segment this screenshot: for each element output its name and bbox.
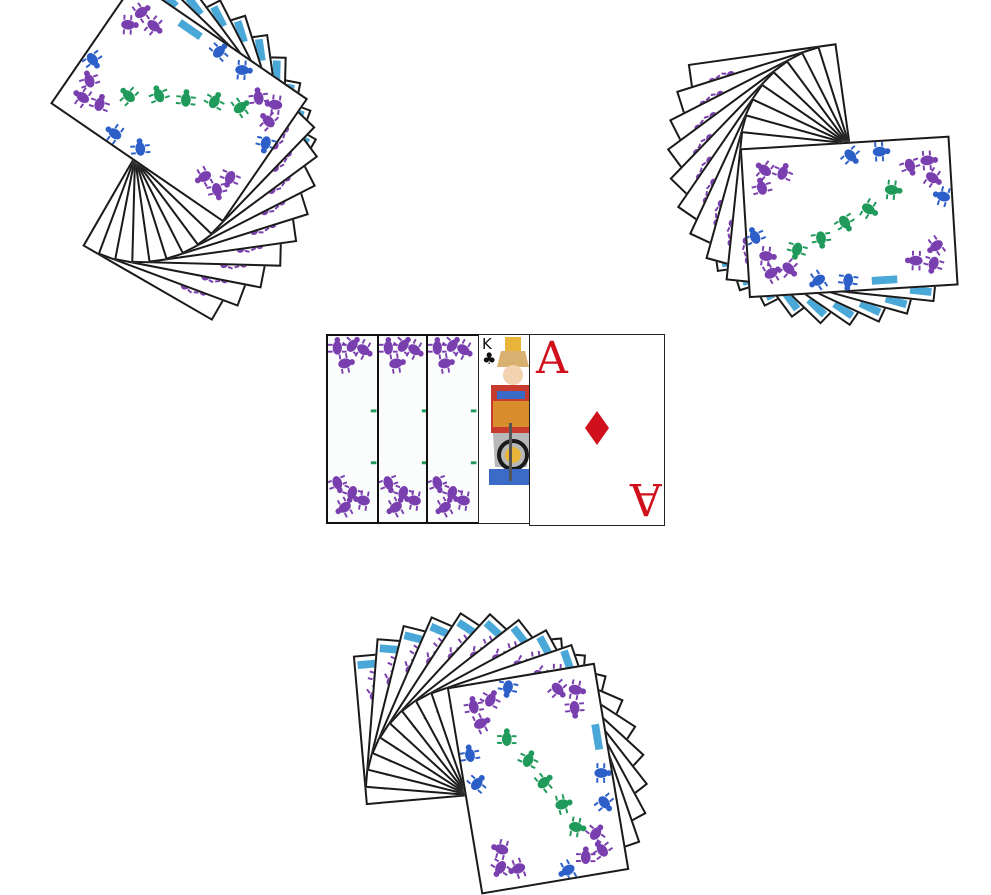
ace-of-diamonds-card[interactable]: A A — [529, 334, 665, 526]
king-figure-icon — [489, 337, 533, 485]
king-suit: ♣ — [482, 349, 497, 368]
left-hand-card-7[interactable] — [86, 0, 316, 255]
ace-rank-top: A — [536, 334, 568, 384]
left-hand-card-6[interactable] — [102, 14, 309, 260]
left-hand-card-8[interactable] — [72, 0, 319, 246]
left-hand-card-9[interactable] — [60, 0, 316, 236]
king-of-clubs-card[interactable]: K ♣ — [478, 334, 536, 524]
right-hand-card-6[interactable] — [676, 83, 935, 327]
right-hand-card-9[interactable] — [725, 131, 951, 303]
card-table: K ♣ A A — [50, 0, 959, 895]
bottom-hand-card-10[interactable] — [446, 662, 630, 895]
right-hand-card-7[interactable] — [688, 98, 943, 323]
center-card-back-2[interactable] — [377, 334, 435, 524]
center-card-back-3[interactable] — [426, 334, 484, 524]
ace-rank-bottom: A — [630, 473, 662, 524]
right-hand-card-8[interactable] — [705, 114, 948, 315]
center-trick-area: K ♣ A A — [325, 334, 667, 526]
diamond-suit-icon — [585, 411, 609, 445]
right-hand-card-10[interactable] — [739, 135, 959, 299]
king-rank: K — [482, 335, 492, 353]
center-card-back-1[interactable] — [326, 334, 384, 524]
left-hand-card-10[interactable] — [50, 0, 309, 223]
right-hand-card-5[interactable] — [669, 70, 925, 325]
